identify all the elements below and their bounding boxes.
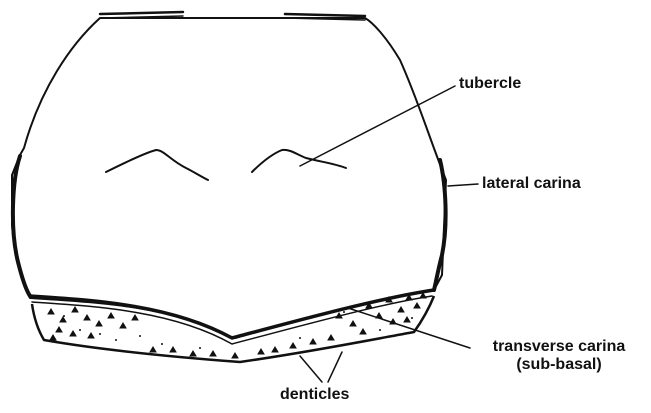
lateral-carina-label: lateral carina [482, 175, 581, 193]
denticles-leader-right [328, 352, 342, 382]
basal-stipple [63, 311, 413, 349]
transverse-carina-label-line2: (sub-basal) [474, 356, 644, 374]
tubercle-leader [300, 86, 455, 166]
lateral-carina-edges [13, 156, 446, 296]
basal-margin [32, 296, 434, 362]
tubercles [106, 150, 346, 180]
denticles-leader-left [300, 356, 322, 382]
denticles-label: denticles [280, 386, 349, 404]
transverse-carina-label-line1: transverse carina [474, 338, 644, 356]
pronotum-outline [12, 18, 446, 338]
transverse-carina-label: transverse carina (sub-basal) [474, 338, 644, 375]
lateral-carina-leader [448, 184, 478, 186]
tubercle-label: tubercle [459, 75, 521, 93]
